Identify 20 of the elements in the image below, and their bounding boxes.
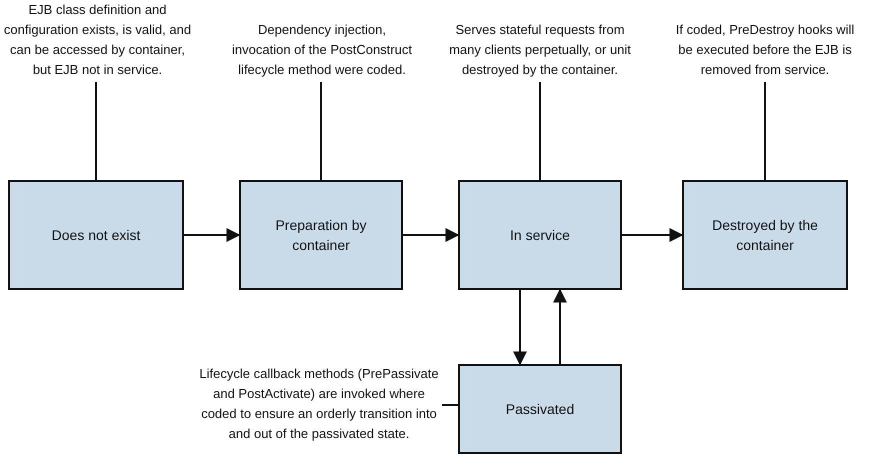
state-box: In service	[458, 180, 622, 290]
leader-line	[442, 404, 458, 406]
annotation-text: EJB class definition and configuration exists, is valid, and can be accessed by container, but EJB not in service.	[2, 1, 192, 79]
state-box: Does not exist	[8, 180, 184, 290]
arrow	[184, 228, 240, 242]
leader-line	[764, 82, 766, 180]
leader-line	[539, 82, 541, 180]
arrow	[553, 288, 567, 364]
state-box: Preparation by container	[239, 180, 403, 290]
state-box: Destroyed by the container	[682, 180, 848, 290]
annotation-text: Lifecycle callback methods (PrePassivate and PostActivate) are invoked where coded to ensure an orderly transition into and out of the passivated state.	[198, 365, 440, 443]
annotation-text: Dependency injection, invocation of the PostConstruct lifecycle method were coded.	[231, 21, 413, 79]
state-box: Passivated	[458, 364, 622, 454]
arrow	[622, 228, 684, 242]
annotation-text: If coded, PreDestroy hooks will be executed before the EJB is removed from service.	[674, 21, 856, 79]
leader-line	[95, 82, 97, 180]
leader-line	[320, 82, 322, 180]
annotation-text: Serves stateful requests from many clients perpetually, or unit destroyed by the container.	[448, 21, 632, 79]
arrow	[403, 228, 460, 242]
arrow	[513, 290, 527, 366]
